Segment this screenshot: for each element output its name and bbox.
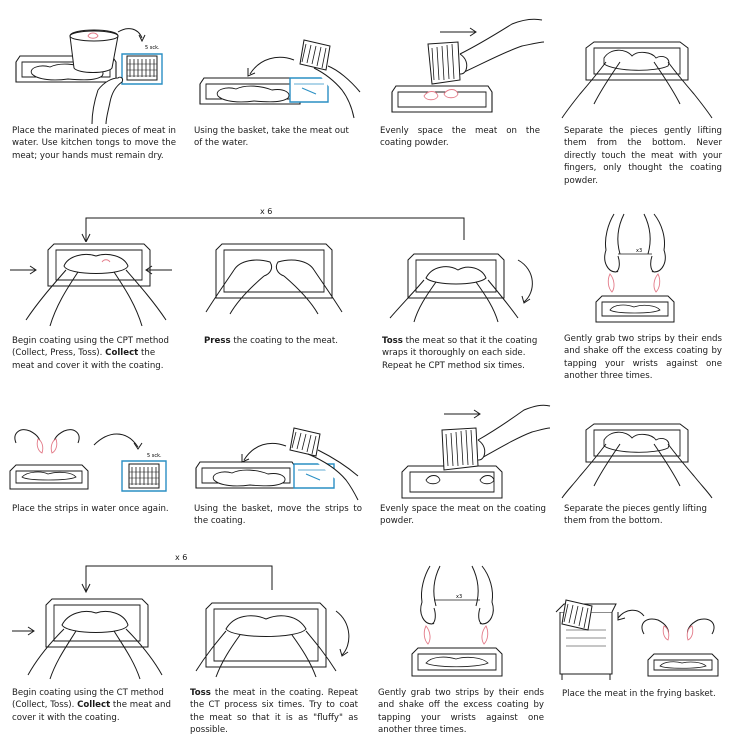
step-3: Evenly space the meat on the coating pow… <box>372 18 544 178</box>
step-7-illustration <box>378 240 546 335</box>
step-11-illustration <box>372 400 550 500</box>
step-8: x3 Gently grab two strips by their ends … <box>556 210 726 390</box>
step-13: Begin coating using the CT method (Colle… <box>8 595 183 735</box>
step-7: Toss the meat so that it the coating wra… <box>378 240 546 380</box>
step-9-illustration: 5 sck. <box>8 425 183 497</box>
timer-badge-1: 5 sck. <box>145 45 160 51</box>
step-1-illustration: 5 sck. <box>15 18 178 123</box>
step-14-caption: Toss the meat in the coating. Repeat the… <box>190 688 358 736</box>
times-badge-2: x3 <box>456 594 462 600</box>
step-14-illustration <box>186 595 361 685</box>
repeat-loop-2 <box>80 560 280 594</box>
step-9: 5 sck. Place the strips in water once ag… <box>8 425 183 525</box>
step-16: Place the meat in the frying basket. <box>552 590 727 720</box>
step-2-caption: Using the basket, take the meat out of t… <box>194 126 349 149</box>
step-11-caption: Evenly space the meat on the coating pow… <box>380 504 546 527</box>
step-16-illustration <box>552 590 727 680</box>
step-15-illustration: x3 <box>372 562 547 682</box>
repeat-label-1: x 6 <box>260 207 273 216</box>
repeat-loop-1 <box>80 212 470 242</box>
step-4: Separate the pieces gently lifting them … <box>556 18 726 198</box>
step-5-illustration <box>8 240 178 335</box>
step-9-caption: Place the strips in water once again. <box>12 504 169 514</box>
step-4-illustration <box>556 18 726 123</box>
step-6-illustration <box>200 240 360 335</box>
step-12-illustration <box>556 420 726 500</box>
step-1-caption: Place the marinated pieces of meat in wa… <box>12 126 176 161</box>
step-13-caption: Begin coating using the CT method (Colle… <box>12 688 171 723</box>
step-8-caption: Gently grab two strips by their ends and… <box>564 334 722 382</box>
step-2-illustration <box>199 18 360 123</box>
step-14: Toss the meat in the coating. Repeat the… <box>186 595 361 740</box>
step-15-caption: Gently grab two strips by their ends and… <box>378 688 544 736</box>
step-3-caption: Evenly space the meat on the coating pow… <box>380 126 540 149</box>
step-12: Separate the pieces gently lifting them … <box>556 420 726 530</box>
step-13-illustration <box>8 595 183 685</box>
timer-badge-2: 5 sck. <box>147 453 162 459</box>
step-15: x3 Gently grab two strips by their ends … <box>372 562 547 742</box>
step-3-illustration <box>391 18 544 113</box>
step-7-caption: Toss the meat so that it the coating wra… <box>382 336 538 371</box>
step-16-caption: Place the meat in the frying basket. <box>562 689 716 699</box>
step-5: Begin coating using the CPT method (Coll… <box>8 240 178 380</box>
step-10-caption: Using the basket, move the strips to the… <box>194 504 362 527</box>
step-10: Using the basket, move the strips to the… <box>190 420 365 530</box>
step-6-caption: Press the coating to the meat. <box>204 336 339 346</box>
step-6: Press the coating to the meat. <box>200 240 360 360</box>
step-8-illustration: x3 <box>556 210 726 330</box>
step-5-caption: Begin coating using the CPT method (Coll… <box>12 336 169 371</box>
step-11: Evenly space the meat on the coating pow… <box>372 400 550 530</box>
times-badge-1: x3 <box>636 248 642 254</box>
step-4-caption: Separate the pieces gently lifting them … <box>564 126 722 186</box>
step-1: 5 sck. Place the marinated pieces of mea… <box>8 18 178 178</box>
step-10-illustration <box>195 420 365 500</box>
repeat-label-2: x 6 <box>175 553 188 562</box>
step-12-caption: Separate the pieces gently lifting them … <box>564 504 707 527</box>
step-2: Using the basket, take the meat out of t… <box>190 18 360 178</box>
